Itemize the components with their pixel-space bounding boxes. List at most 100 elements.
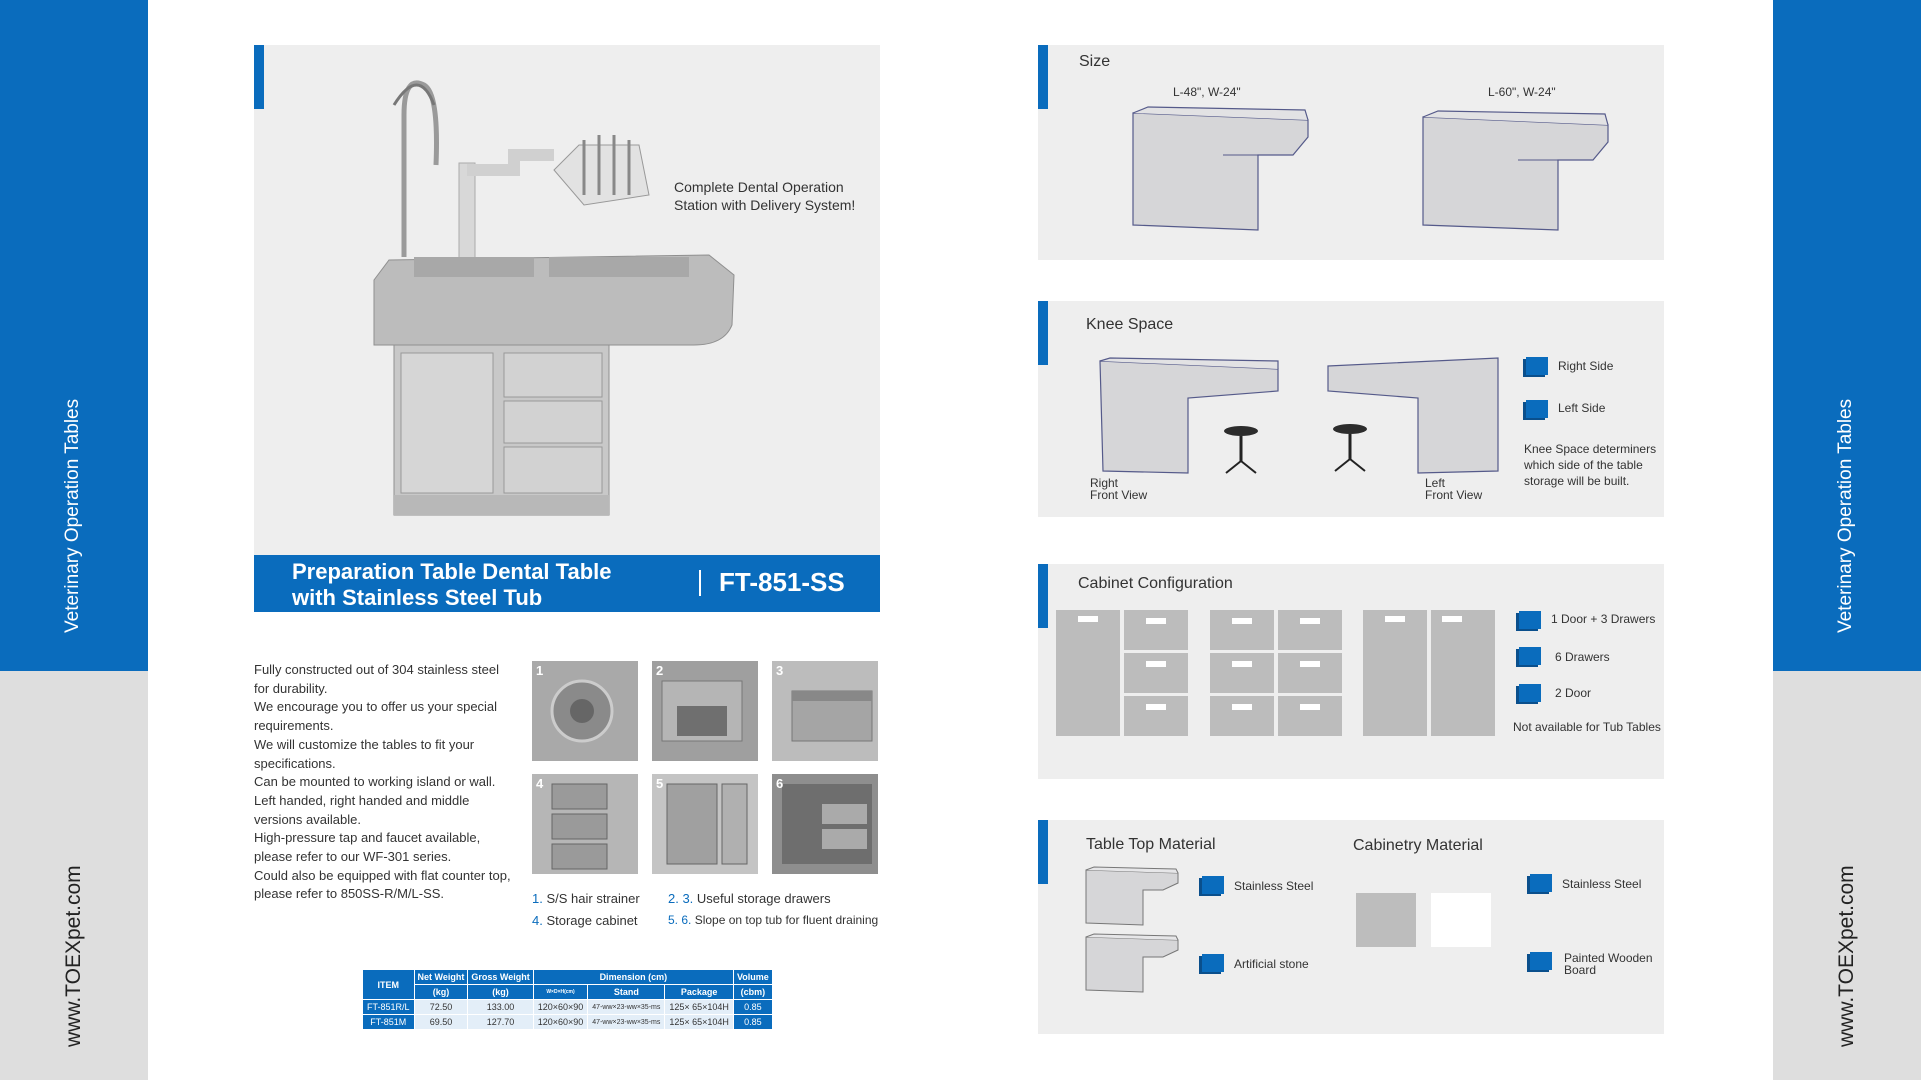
size-option-label: L-48", W-24" [1173,85,1241,99]
side-blue-block [1773,0,1921,671]
title-separator [699,570,701,596]
side-grey-block [1773,671,1921,1080]
spec-header-volume: Volume [732,969,773,985]
thumbnail-number: 1 [536,663,544,678]
spec-header-item: ITEM [362,969,415,1000]
spec-row: FT-851R/L 72.50 133.00 120×60×90 47-ww×2… [362,999,773,1015]
material-option-line: Painted Wooden [1564,951,1653,965]
stone-top-option-checkbox[interactable] [1202,954,1224,972]
description-line: please refer to 850SS-R/M/L-SS. [254,886,445,902]
six-drawers-config [1210,610,1342,736]
drawer-image [661,680,743,742]
cabinet-panel-title: Cabinet Configuration [1078,575,1233,592]
left-front-view-label: Left Front View [1425,477,1482,501]
view-label-line: Left [1425,476,1446,490]
thumbnail-drawer: 2 [652,661,758,761]
drawer-open-image [791,690,873,742]
knee-note-line: Knee Space determiners [1524,442,1657,456]
size-panel-title: Size [1079,53,1111,70]
table-60-diagram [1422,110,1609,231]
panel-accent-bar [254,45,264,109]
panel-accent-bar [1038,45,1048,109]
spec-row: FT-851M 69.50 127.70 120×60×90 47-ww×23-… [362,1014,773,1030]
right-side-option-label: Right Side [1558,359,1614,373]
spec-cell: FT-851R/L [362,999,415,1015]
right-front-view-label: Right Front View [1090,477,1147,501]
feature-legend-item: 1. S/S hair strainer [532,891,640,906]
table-48-diagram [1132,106,1309,231]
material-panel: Table Top Material Cabinetry Material St… [1038,820,1664,1034]
view-label-line: Front View [1090,488,1148,502]
left-side-option-checkbox[interactable] [1526,400,1548,418]
spec-cell: 0.85 [732,999,773,1015]
table-top-material-title: Table Top Material [1086,836,1216,853]
product-hero-panel: Complete Dental Operation Station with D… [254,45,880,555]
right-side-band: Veterinary Operation Tables www.TOEXpet.… [1773,0,1921,1080]
knee-note: Knee Space determiners which side of the… [1524,441,1656,489]
feature-number: 5. 6. [668,913,692,927]
spec-header-dimension: Dimension (cm) [532,969,734,985]
cabinet-option-label: 6 Drawers [1555,650,1610,664]
stainless-top-option-checkbox[interactable] [1202,876,1224,894]
spec-cell: 69.50 [413,1014,469,1030]
cabinet-option-label: 2 Door [1555,686,1592,700]
product-title-line: with Stainless Steel Tub [292,585,543,610]
spec-cell: FT-851M [362,1014,415,1030]
thumbnail-number: 5 [656,776,664,791]
side-url: www.TOEXpet.com [62,865,85,1047]
feature-text: Storage cabinet [546,913,638,928]
two-door-option-checkbox[interactable] [1519,684,1541,702]
spec-subheader: Package [664,984,734,1000]
six-drawers-option-checkbox[interactable] [1519,647,1541,665]
feature-legend-item: 2. 3. Useful storage drawers [668,891,831,906]
storage-cabinet-image [666,783,748,865]
feature-legend-item: 5. 6. Slope on top tub for fluent draini… [668,913,878,927]
specification-table: ITEM Net Weight Gross Weight Dimension (… [362,969,773,1030]
thumbnail-number: 4 [536,776,544,791]
description-line: for durability. [254,680,328,696]
stone-top-diagram [1085,933,1179,993]
spec-header-gross-weight: Gross Weight [467,969,534,985]
stainless-steel-swatch [1356,893,1416,947]
panel-accent-bar [1038,820,1048,884]
description-line: specifications. [254,755,336,771]
spec-subheader: (kg) [413,984,469,1000]
thumbnail-number: 2 [656,663,664,678]
material-option-line: Board [1564,963,1597,977]
feature-number: 4. [532,913,543,928]
feature-text: Useful storage drawers [696,891,831,906]
knee-space-panel: Knee Space Right Front View Left Front V… [1038,301,1664,517]
stainless-cabinet-option-checkbox[interactable] [1530,874,1552,892]
side-title: Veterinary Operation Tables [1835,398,1856,633]
strainer-image [550,679,614,743]
spec-cell: 72.50 [413,999,469,1015]
spec-cell: 47-ww×23-ww×35-ms [587,1014,666,1030]
hero-caption: Complete Dental Operation Station with D… [674,178,874,214]
feature-number: 1. [532,891,543,906]
knee-note-line: storage will be built. [1524,474,1630,488]
spec-cell: 125× 65×104H [664,1014,734,1030]
description-line: please refer to our WF-301 series. [254,849,452,865]
door-drawers-option-checkbox[interactable] [1519,611,1541,629]
spec-cell: 47-ww×23-ww×35-ms [587,999,666,1015]
thumbnail-drawer-open: 3 [772,661,878,761]
material-diagrams [1085,866,1491,993]
description-line: versions available. [254,811,361,827]
product-description: Fully constructed out of 304 stainless s… [254,661,524,904]
painted-wood-swatch [1431,893,1491,947]
product-title-line: Preparation Table Dental Table [292,559,612,584]
wood-cabinet-option-checkbox[interactable] [1530,952,1552,970]
thumbnail-drawers-stack: 4 [532,774,638,874]
spec-subheader: Stand [587,984,666,1000]
product-code: FT-851-SS [719,567,845,597]
size-panel: Size L-48", W-24" L-60", W-24" [1038,45,1664,260]
right-side-option-checkbox[interactable] [1526,357,1548,375]
thumbnail-number: 6 [776,776,784,791]
description-line: requirements. [254,718,334,734]
knee-diagrams [1099,357,1499,474]
spec-cell: 120×60×90 [532,1014,589,1030]
thumbnail-number: 3 [776,663,784,678]
spec-cell: 133.00 [467,999,534,1015]
product-illustration [373,80,735,516]
door-drawers-config [1056,610,1188,736]
